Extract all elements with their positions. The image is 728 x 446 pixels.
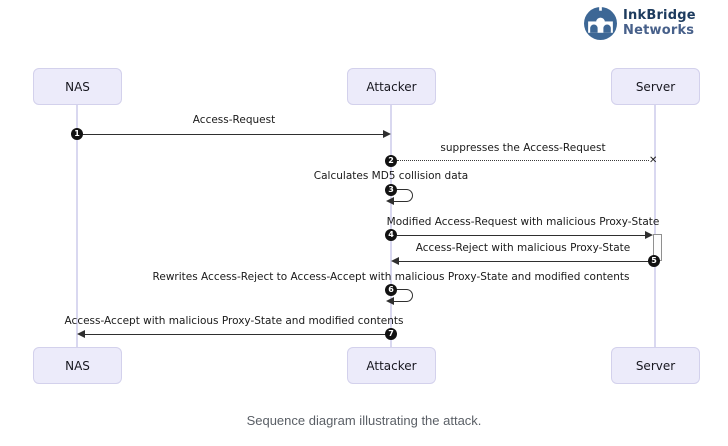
actor-server-bottom: Server xyxy=(611,347,700,384)
actor-attacker-top: Attacker xyxy=(347,68,436,105)
message-1-label: Access-Request xyxy=(192,114,276,126)
message-4-label: Modified Access-Request with malicious P… xyxy=(386,216,660,228)
actor-nas-bottom-label: NAS xyxy=(65,358,90,373)
attacker-lifeline xyxy=(390,105,392,347)
message-7-arrowhead-icon xyxy=(77,330,85,338)
message-7-label: Access-Accept with malicious Proxy-State… xyxy=(64,315,404,327)
actor-attacker-bottom-label: Attacker xyxy=(366,358,417,373)
inkbridge-logo: InkBridge Networks xyxy=(584,7,696,40)
logo-sub: Networks xyxy=(623,22,695,38)
message-4-line xyxy=(397,235,647,236)
message-2-lost-x-icon: ✕ xyxy=(649,155,658,166)
logo-text: InkBridge Networks xyxy=(623,7,696,39)
message-5-line xyxy=(398,261,650,262)
message-2-label: suppresses the Access-Request xyxy=(440,142,606,154)
message-6-number-badge: 6 xyxy=(385,284,397,296)
diagram-caption: Sequence diagram illustrating the attack… xyxy=(246,413,482,428)
message-7-number-badge: 7 xyxy=(385,328,397,340)
message-2-number-badge: 2 xyxy=(385,155,397,167)
message-6-arrowhead-icon xyxy=(386,297,394,305)
actor-server-label: Server xyxy=(635,79,676,94)
message-1-arrowhead-icon xyxy=(383,130,391,138)
actor-server-top: Server xyxy=(611,68,700,105)
message-2-line xyxy=(397,160,649,161)
logo-brand: InkBridge xyxy=(623,7,696,23)
message-4-number-badge: 4 xyxy=(385,229,397,241)
message-6-label: Rewrites Access-Reject to Access-Accept … xyxy=(152,271,630,283)
actor-nas-top: NAS xyxy=(33,68,122,105)
message-6-selfloop-icon xyxy=(393,289,413,302)
message-3-label: Calculates MD5 collision data xyxy=(313,170,469,182)
message-1-line xyxy=(78,134,386,135)
inkbridge-logo-icon xyxy=(584,7,617,40)
message-5-number-badge: 5 xyxy=(648,255,660,267)
message-5-arrowhead-icon xyxy=(391,257,399,265)
message-1-number-badge: 1 xyxy=(71,128,83,140)
actor-attacker-label: Attacker xyxy=(366,79,417,94)
message-4-arrowhead-icon xyxy=(645,231,653,239)
message-3-selfloop-icon xyxy=(393,189,413,202)
message-3-number-badge: 3 xyxy=(385,184,397,196)
actor-nas-bottom: NAS xyxy=(33,347,122,384)
server-lifeline xyxy=(654,105,656,347)
nas-lifeline xyxy=(76,105,78,347)
message-5-label: Access-Reject with malicious Proxy-State xyxy=(415,242,631,254)
actor-nas-label: NAS xyxy=(65,79,90,94)
actor-attacker-bottom: Attacker xyxy=(347,347,436,384)
actor-server-bottom-label: Server xyxy=(635,358,676,373)
message-7-line xyxy=(83,334,386,335)
message-3-arrowhead-icon xyxy=(386,197,394,205)
